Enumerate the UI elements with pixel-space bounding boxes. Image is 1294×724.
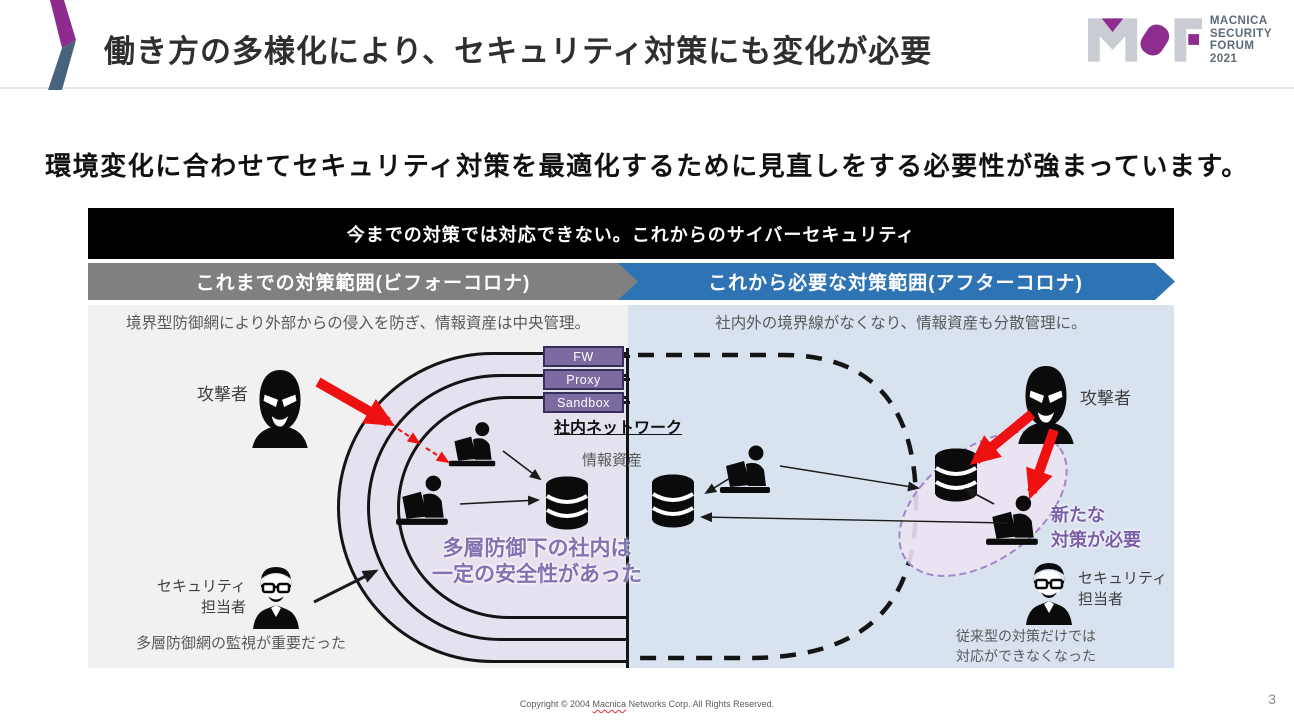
laptop-user-icon bbox=[986, 495, 1038, 545]
defense-ring-inner bbox=[397, 396, 628, 619]
layer-sandbox-connector bbox=[624, 401, 630, 404]
brand-word: Macnica bbox=[592, 699, 627, 709]
diagram-header: 今までの対策では対応できない。これからのサイバーセキュリティ bbox=[88, 208, 1174, 259]
layer-fw-connector bbox=[624, 355, 630, 358]
left-panel-description: 境界型防御網により外部からの侵入を防ぎ、情報資産は中央管理。 bbox=[126, 315, 590, 332]
layer-proxy-connector bbox=[624, 378, 630, 381]
left-attacker-label: 攻撃者 bbox=[197, 385, 248, 404]
layer-sandbox: Sandbox bbox=[543, 392, 624, 413]
left-officer-label: セキュリティ 担当者 bbox=[156, 578, 246, 616]
layer-fw: FW bbox=[543, 346, 624, 367]
laptop-user-icon bbox=[448, 422, 496, 467]
security-officer-icon bbox=[1026, 563, 1072, 625]
page-title: 働き方の多様化により、セキュリティ対策にも変化が必要 bbox=[104, 34, 933, 69]
right-officer-label: セキュリティ 担当者 bbox=[1078, 570, 1168, 608]
copyright-text: Copyright © 2004 Macnica Networks Corp. … bbox=[519, 699, 775, 709]
laptop-user-icon bbox=[396, 475, 448, 525]
security-officer-icon bbox=[253, 567, 299, 629]
internal-network-label: 社内ネットワーク bbox=[554, 420, 683, 437]
title-chevron-icon bbox=[48, 0, 76, 90]
right-note: 新たな 対策が必要 bbox=[1051, 505, 1141, 550]
database-icon bbox=[934, 448, 978, 502]
left-caption: 多層防御網の監視が重要だった bbox=[136, 635, 347, 652]
panel-after-corona bbox=[628, 305, 1174, 668]
left-note: 多層防御下の社内は 一定の安全性があった bbox=[432, 537, 642, 586]
msf-logo: MACNICA SECURITY FORUM 2021 bbox=[1086, 14, 1272, 66]
right-panel-description: 社内外の境界線がなくなり、情報資産も分散管理に。 bbox=[715, 315, 1087, 332]
database-icon bbox=[545, 476, 589, 530]
header-divider bbox=[0, 87, 1294, 89]
database-icon bbox=[651, 474, 695, 528]
defense-ring-middle bbox=[367, 374, 628, 641]
msf-logo-mark-icon bbox=[1087, 18, 1202, 62]
banner-after-corona: これから必要な対策範囲(アフターコロナ) bbox=[616, 263, 1175, 300]
right-attacker-label: 攻撃者 bbox=[1080, 389, 1131, 408]
lead-text: 環境変化に合わせてセキュリティ対策を最適化するために見直しをする必要性が強まって… bbox=[45, 151, 1249, 181]
diagram: 今までの対策では対応できない。これからのサイバーセキュリティ これから必要な対策… bbox=[88, 208, 1174, 668]
msf-logo-text: MACNICA SECURITY FORUM 2021 bbox=[1209, 15, 1272, 65]
banner-before-corona: これまでの対策範囲(ビフォーコロナ) bbox=[88, 263, 638, 300]
right-caption: 従来型の対策だけでは 対応ができなくなった bbox=[956, 628, 1096, 664]
page-number: 3 bbox=[1268, 691, 1276, 707]
laptop-user-icon bbox=[720, 445, 770, 493]
panel-divider-line bbox=[626, 348, 629, 668]
layer-proxy: Proxy bbox=[543, 369, 624, 390]
attacker-icon bbox=[252, 370, 308, 448]
attacker-icon bbox=[1018, 366, 1074, 444]
information-assets-label: 情報資産 bbox=[582, 452, 643, 469]
